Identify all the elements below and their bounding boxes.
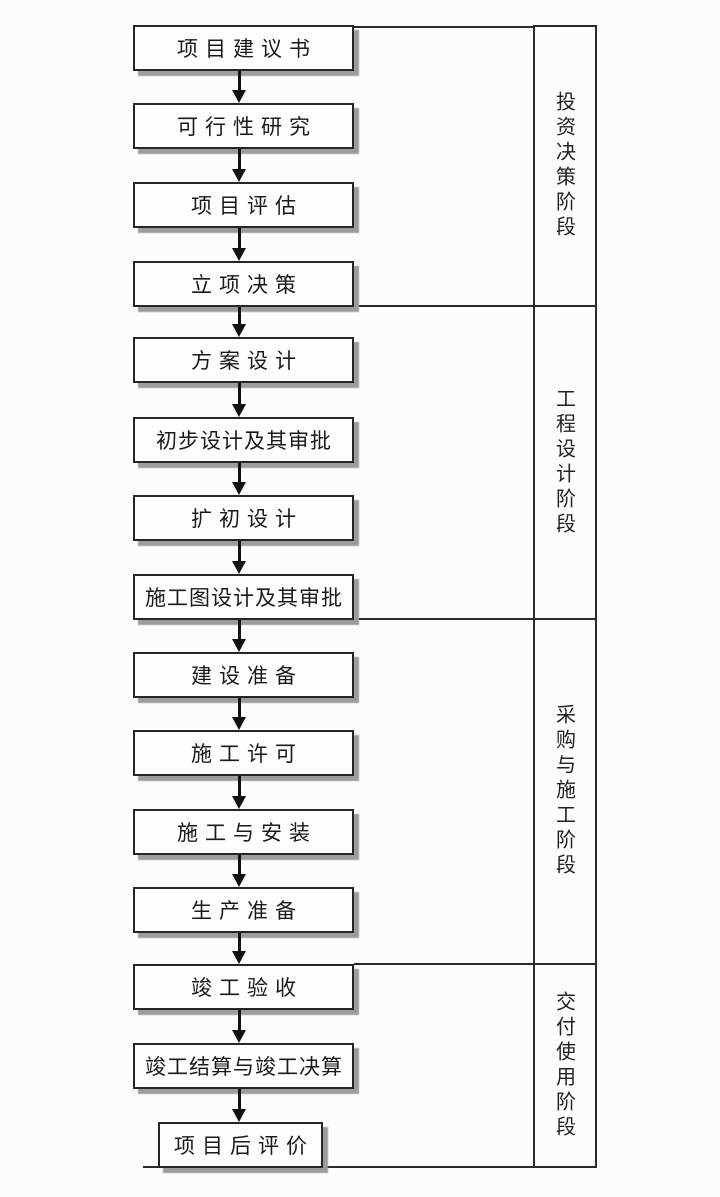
phase-label: 交付使用阶段 (552, 990, 577, 1141)
phase-cell-engineering-design: 工程设计阶段 (535, 307, 595, 620)
flow-step-box: 项目后评价 (158, 1122, 323, 1168)
phase-rule-1 (354, 305, 533, 307)
phase-label: 采购与施工阶段 (552, 704, 577, 879)
down-arrow-icon (232, 1010, 246, 1043)
flow-step-box: 项目建议书 (133, 25, 354, 71)
flow-step-box: 可行性研究 (133, 103, 354, 149)
phase-cell-procurement-construction: 采购与施工阶段 (535, 620, 595, 965)
flow-step-box: 方案设计 (133, 337, 354, 383)
flow-step-box: 施工图设计及其审批 (133, 574, 354, 620)
phase-rule-2 (354, 618, 533, 620)
phase-label: 投资决策阶段 (552, 91, 577, 241)
down-arrow-icon (232, 228, 246, 261)
down-arrow-icon (232, 541, 246, 574)
down-arrow-icon (232, 933, 246, 964)
down-arrow-icon (232, 855, 246, 887)
flow-step-box: 竣工验收 (133, 964, 354, 1010)
flow-step-box: 扩初设计 (133, 495, 354, 541)
flow-step-box: 生产准备 (133, 887, 354, 933)
flow-step-box: 立项决策 (133, 261, 354, 307)
down-arrow-icon (232, 776, 246, 809)
down-arrow-icon (232, 307, 246, 337)
phase-label: 工程设计阶段 (552, 387, 577, 538)
flow-step-box: 施工许可 (133, 730, 354, 776)
phase-rule-bottom (143, 1166, 597, 1168)
down-arrow-icon (232, 463, 246, 495)
flow-step-box: 施工与安装 (133, 809, 354, 855)
phase-rule-3 (354, 963, 533, 965)
phase-column: 投资决策阶段 工程设计阶段 采购与施工阶段 交付使用阶段 (533, 25, 597, 1168)
phase-cell-delivery-use: 交付使用阶段 (535, 965, 595, 1166)
flow-step-box: 项目评估 (133, 182, 354, 228)
down-arrow-icon (232, 698, 246, 730)
phase-cell-investment-decision: 投资决策阶段 (535, 27, 595, 307)
down-arrow-icon (232, 71, 246, 103)
down-arrow-icon (232, 1089, 246, 1122)
flow-step-box: 建设准备 (133, 652, 354, 698)
down-arrow-icon (232, 620, 246, 652)
flow-step-box: 初步设计及其审批 (133, 417, 354, 463)
down-arrow-icon (232, 149, 246, 182)
phase-rule-top (354, 26, 533, 28)
down-arrow-icon (232, 383, 246, 417)
flow-step-box: 竣工结算与竣工决算 (133, 1043, 354, 1089)
